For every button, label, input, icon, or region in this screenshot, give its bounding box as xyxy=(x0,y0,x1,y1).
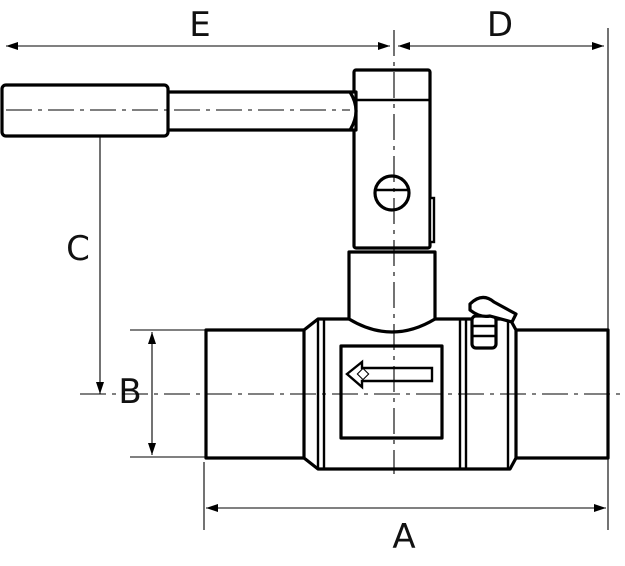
dimension-b: B xyxy=(118,332,156,455)
neck xyxy=(347,250,437,334)
flow-arrow-icon xyxy=(345,359,434,390)
stem-housing xyxy=(352,68,432,250)
test-port-body xyxy=(470,314,498,350)
dimension-d: D xyxy=(398,5,604,50)
label-b: B xyxy=(118,372,141,412)
dimension-e: E xyxy=(6,5,390,50)
label-d: D xyxy=(487,5,513,45)
label-c: C xyxy=(66,229,90,269)
dimension-a: A xyxy=(206,504,606,557)
test-port-knob xyxy=(468,295,518,324)
label-e: E xyxy=(189,5,210,45)
center-lines xyxy=(6,30,620,474)
bolt-icon xyxy=(373,174,411,212)
flow-plate xyxy=(339,344,444,440)
test-port xyxy=(468,295,518,350)
handle-bar xyxy=(164,90,358,132)
label-a: A xyxy=(392,517,415,557)
dimension-c: C xyxy=(66,112,104,394)
valve-neck xyxy=(347,68,437,334)
handle xyxy=(0,83,358,138)
